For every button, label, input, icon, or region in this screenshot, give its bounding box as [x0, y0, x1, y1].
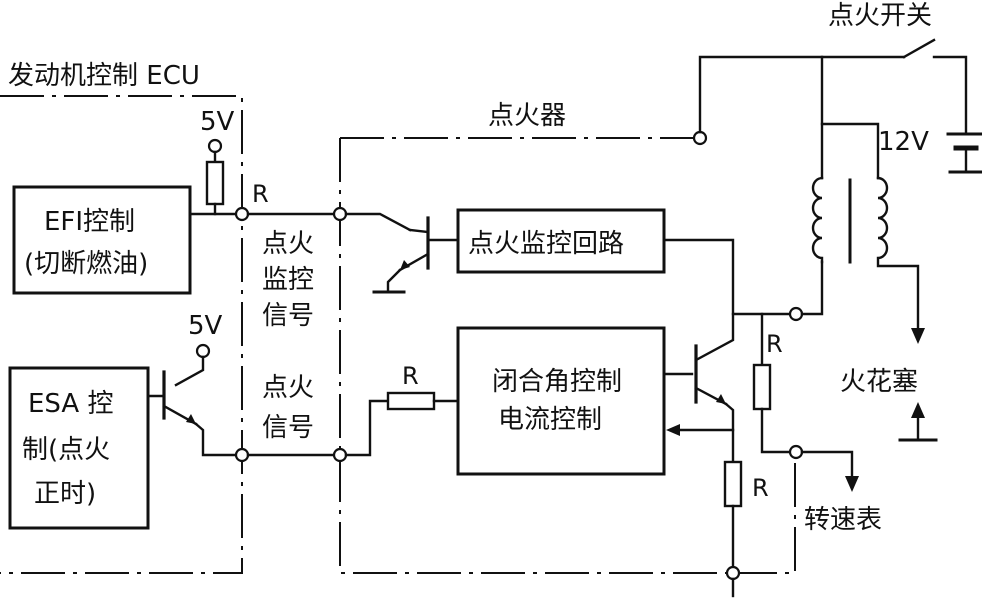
- igniter-node-signal: [332, 447, 348, 463]
- ignition-monitor-box: [456, 208, 666, 274]
- monitor-signal-2: 监控: [262, 265, 314, 295]
- coil-primary: [811, 176, 824, 264]
- resistor-label-emitter: R: [752, 474, 769, 502]
- coil-primary-node: [788, 306, 804, 322]
- igniter-node-monitor: [332, 206, 348, 222]
- igniter-boundary-bottom-right: [733, 455, 796, 574]
- supply-node-top: [207, 138, 223, 154]
- ground-node: [725, 565, 741, 581]
- efi-line2: (切断燃油): [24, 249, 148, 279]
- resistor-label-tach: R: [766, 330, 783, 358]
- esa-line3: 正时): [34, 479, 96, 509]
- igniter-label: 点火器: [488, 101, 566, 131]
- spark-plug-label: 火花塞: [840, 367, 918, 397]
- efi-control-box: [12, 185, 192, 295]
- esa-line2: 制(点火: [22, 435, 110, 465]
- ign-signal-2: 信号: [262, 413, 314, 443]
- esa-control-box: [8, 366, 150, 530]
- supply-top-label: 5V: [200, 107, 235, 137]
- ecu-node-monitor: [234, 206, 250, 222]
- emitter-resistor: [723, 460, 743, 508]
- tachometer-label: 转速表: [804, 505, 882, 535]
- igniter-supply-node: [692, 130, 708, 146]
- tach-node: [788, 444, 804, 460]
- battery-label: 12V: [878, 127, 929, 157]
- dwell-control-box: [456, 326, 666, 476]
- resistor-label-top: R: [252, 180, 269, 208]
- pullup-resistor: [205, 160, 225, 206]
- monitor-box-label: 点火监控回路: [468, 229, 624, 259]
- efi-line1: EFI控制: [44, 207, 135, 237]
- ignition-switch-label: 点火开关: [828, 1, 932, 31]
- supply-bottom-label: 5V: [188, 311, 223, 341]
- dwell-line1: 闭合角控制: [492, 367, 622, 397]
- ecu-boundary: [0, 95, 243, 574]
- tach-resistor: [752, 363, 772, 411]
- ign-signal-1: 点火: [262, 373, 314, 403]
- dwell-line2: 电流控制: [498, 405, 602, 435]
- resistor-label-signal: R: [402, 362, 419, 390]
- signal-resistor: [386, 391, 436, 411]
- ecu-node-signal: [234, 447, 250, 463]
- esa-line1: ESA 控: [28, 389, 113, 419]
- ecu-label: 发动机控制 ECU: [8, 61, 200, 91]
- monitor-signal-3: 信号: [262, 301, 314, 331]
- monitor-signal-1: 点火: [262, 229, 314, 259]
- ignition-switch: [902, 38, 936, 59]
- igniter-boundary: [339, 138, 733, 574]
- supply-node-bottom: [195, 343, 211, 359]
- coil-secondary: [876, 176, 920, 332]
